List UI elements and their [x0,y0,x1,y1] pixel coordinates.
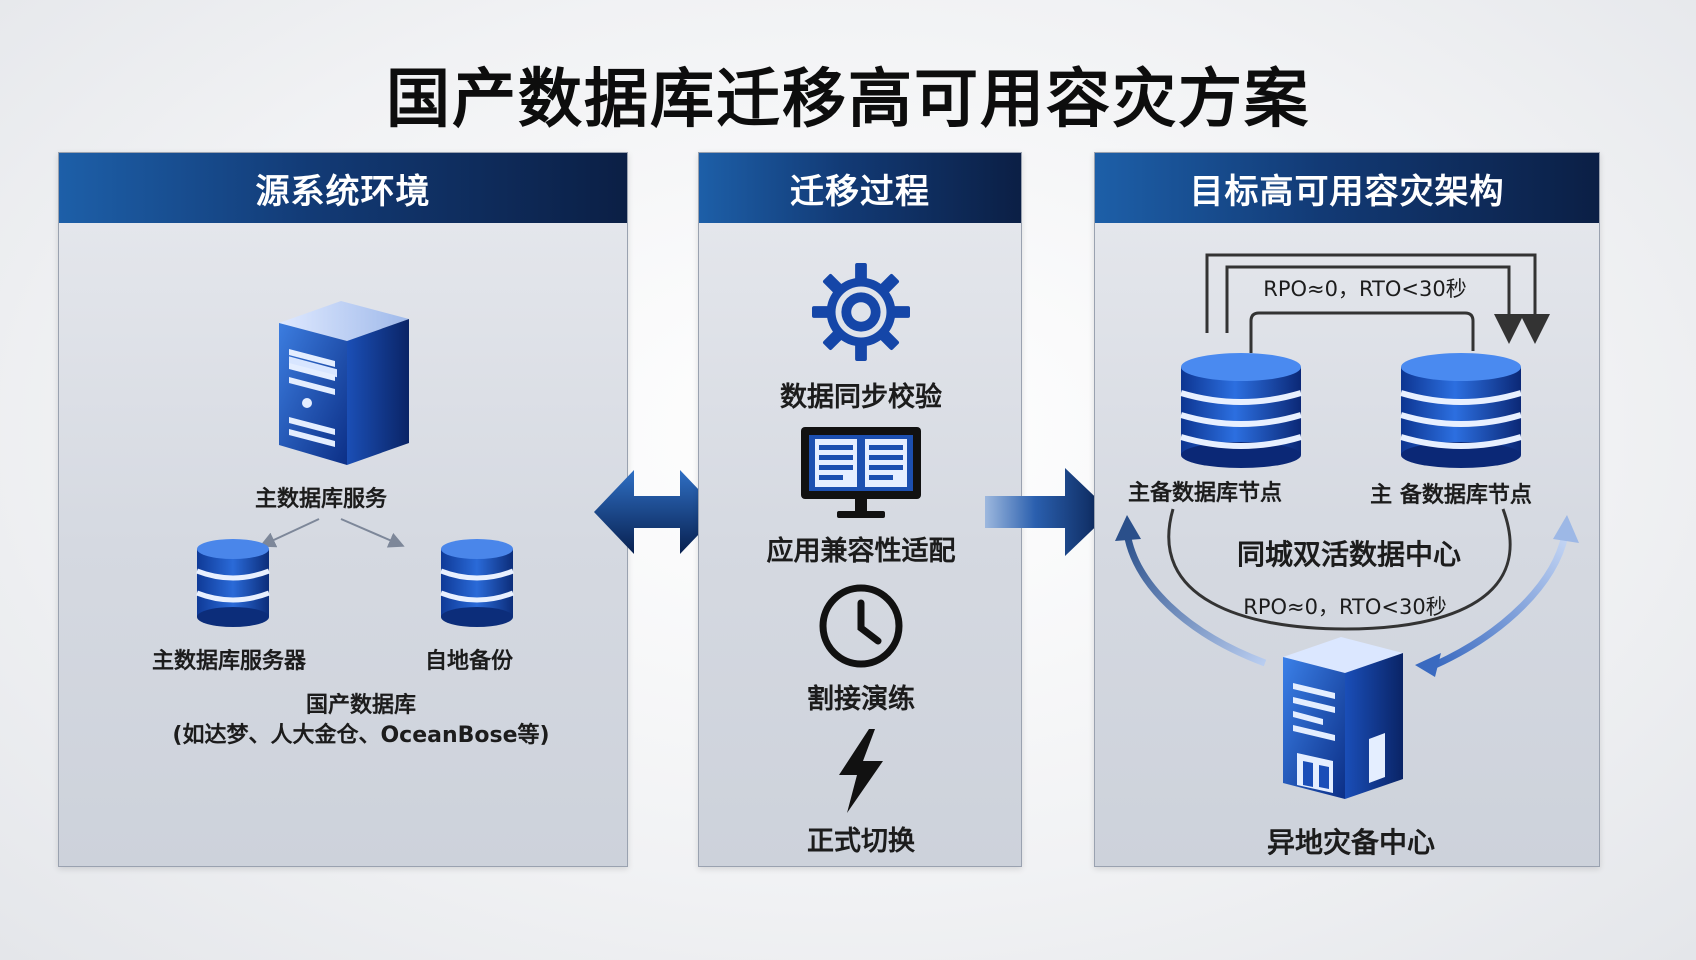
main-db-server-label: 主数据库服务器 [151,649,307,674]
rpo-top-label: RPO≈0，RTO<30秒 [1263,277,1467,301]
remote-dc-building-icon [1283,637,1403,799]
source-panel: 源系统环境 主数据库服务 [58,152,628,867]
db-node-left-label: 主备数据库节点 [1127,481,1283,506]
replication-arrows [1205,253,1550,353]
primary-db-node-right-icon [1400,353,1522,468]
page-title: 国产数据库迁移高可用容灾方案 [386,63,1310,137]
step-label-1: 数据同步校验 [780,382,942,413]
remote-dr-center-label: 异地灾备中心 [1266,826,1436,859]
lightning-icon [839,729,883,813]
target-panel: 目标高可用容灾架构 RPO≈0，RTO<30秒 主备数据库节点 [1094,152,1600,867]
source-panel-header: 源系统环境 [59,153,627,223]
step-label-2: 应用兼容性适配 [766,536,956,567]
active-active-arc [1167,508,1512,631]
db-node-right-label: 主 备数据库节点 [1370,483,1532,508]
main-db-server-icon [196,539,270,627]
same-city-dc-label: 同城双活数据中心 [1236,538,1462,571]
rpo-bottom-label: RPO≈0，RTO<30秒 [1243,595,1447,619]
clock-icon [819,584,903,668]
bidirectional-arrow-icon [594,470,720,554]
split-arrows [259,518,405,548]
step-label-4: 正式切换 [807,826,915,857]
main-db-service-label: 主数据库服务 [254,487,388,512]
migration-panel: 迁移过程 数据同步校验 应用兼容性适配 [698,152,1022,867]
monitor-icon [801,427,921,518]
gear-icon [812,263,910,361]
domestic-db-caption: 国产数据库 [305,693,417,718]
local-backup-label: 自地备份 [424,649,514,674]
remote-sync-arrows [1115,515,1579,677]
primary-db-node-left-icon [1180,353,1302,468]
local-backup-db-icon [440,539,514,627]
step-label-3: 割接演练 [807,684,915,715]
target-panel-header: 目标高可用容灾架构 [1095,153,1599,223]
server-tower-icon [279,301,409,465]
domestic-db-examples: (如达梦、人大金仓、OceanBose等) [172,723,550,748]
migration-panel-header: 迁移过程 [699,153,1021,223]
right-arrow-icon [985,468,1111,556]
